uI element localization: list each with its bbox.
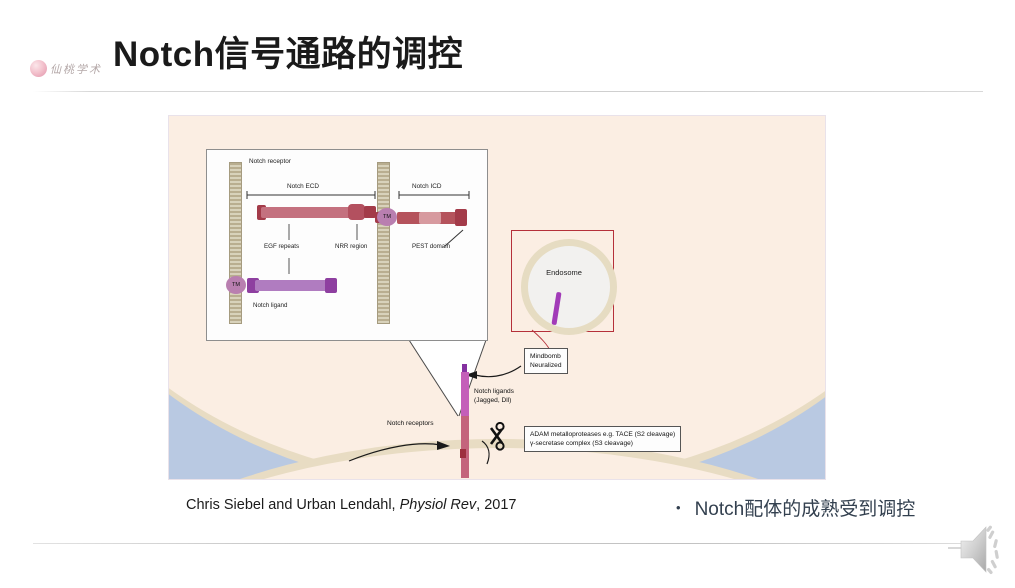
ligand-right-cap — [325, 278, 337, 293]
membrane-column-left — [229, 162, 242, 324]
ecd-egf-repeats-bar — [261, 207, 371, 218]
nrr-region-label: NRR region — [335, 243, 368, 250]
brand-logo: 仙桃学术 — [30, 58, 110, 80]
endosome-label: Endosome — [546, 268, 582, 277]
pest-domain-bar — [455, 209, 467, 226]
header-divider — [33, 91, 983, 92]
scissors-icon — [490, 422, 505, 451]
adam-line2: γ-secretase complex (S3 cleavage) — [530, 440, 633, 448]
icd-light-segment — [419, 212, 441, 224]
notch-ligands-label: Notch ligands (Jagged, Dll) — [474, 388, 514, 406]
mindbomb-line1: Mindbomb — [530, 353, 561, 360]
nrr-dark-segment — [364, 206, 376, 218]
egf-repeats-label: EGF repeats — [264, 243, 300, 250]
mindbomb-callout: Mindbomb Neuralized — [524, 348, 568, 375]
ligand-tm-chip: TM — [226, 276, 246, 294]
logo-text: 仙桃学术 — [50, 64, 102, 76]
bullet-point: • Notch配体的成熟受到调控 — [676, 494, 915, 521]
nrr-region-bar — [348, 204, 365, 220]
adam-line1: ADAM metalloproteases e.g. TACE (S2 clea… — [530, 431, 676, 438]
page-title: Notch信号通路的调控 — [113, 35, 464, 74]
notch-ligand-column — [461, 372, 469, 417]
footer-divider — [33, 543, 963, 544]
bullet-marker: • — [676, 500, 681, 515]
endosome-circle — [521, 239, 617, 335]
figure-canvas: Notch receptor Notch ECD Notch ICD TM EG… — [169, 116, 825, 479]
mindbomb-line2: Neuralized — [530, 362, 562, 370]
caption-year: , 2017 — [476, 497, 517, 513]
inset-title: Notch receptor — [249, 158, 291, 165]
receptor-domain-inset: Notch receptor Notch ECD Notch ICD TM EG… — [206, 149, 488, 341]
figure-caption: Chris Siebel and Urban Lendahl, Physiol … — [186, 497, 517, 513]
notch-ligand-label: Notch ligand — [253, 302, 288, 309]
figure-panel: Notch receptor Notch ECD Notch ICD TM EG… — [168, 115, 826, 480]
notch-ligands-line2: (Jagged, Dll) — [474, 396, 512, 404]
ecd-label: Notch ECD — [287, 183, 319, 190]
ligand-bar — [255, 280, 335, 291]
receptor-tm-chip: TM — [377, 208, 397, 226]
logo-circle-icon — [30, 60, 47, 77]
receptor-cleavage-marker — [460, 449, 466, 458]
pest-domain-label: PEST domain — [412, 243, 451, 250]
bullet-label: Notch配体的成熟受到调控 — [694, 499, 916, 520]
speaker-audio-icon[interactable] — [948, 522, 1008, 580]
caption-journal: Physiol Rev — [399, 497, 477, 513]
icd-label: Notch ICD — [412, 183, 442, 190]
notch-receptor-column — [461, 416, 469, 478]
membrane-column-right — [377, 162, 390, 324]
caption-authors: Chris Siebel and Urban Lendahl, — [186, 497, 396, 513]
adam-protease-callout: ADAM metalloproteases e.g. TACE (S2 clea… — [524, 426, 682, 453]
notch-ligands-line1: Notch ligands — [474, 388, 514, 395]
notch-receptors-label: Notch receptors — [387, 420, 434, 427]
